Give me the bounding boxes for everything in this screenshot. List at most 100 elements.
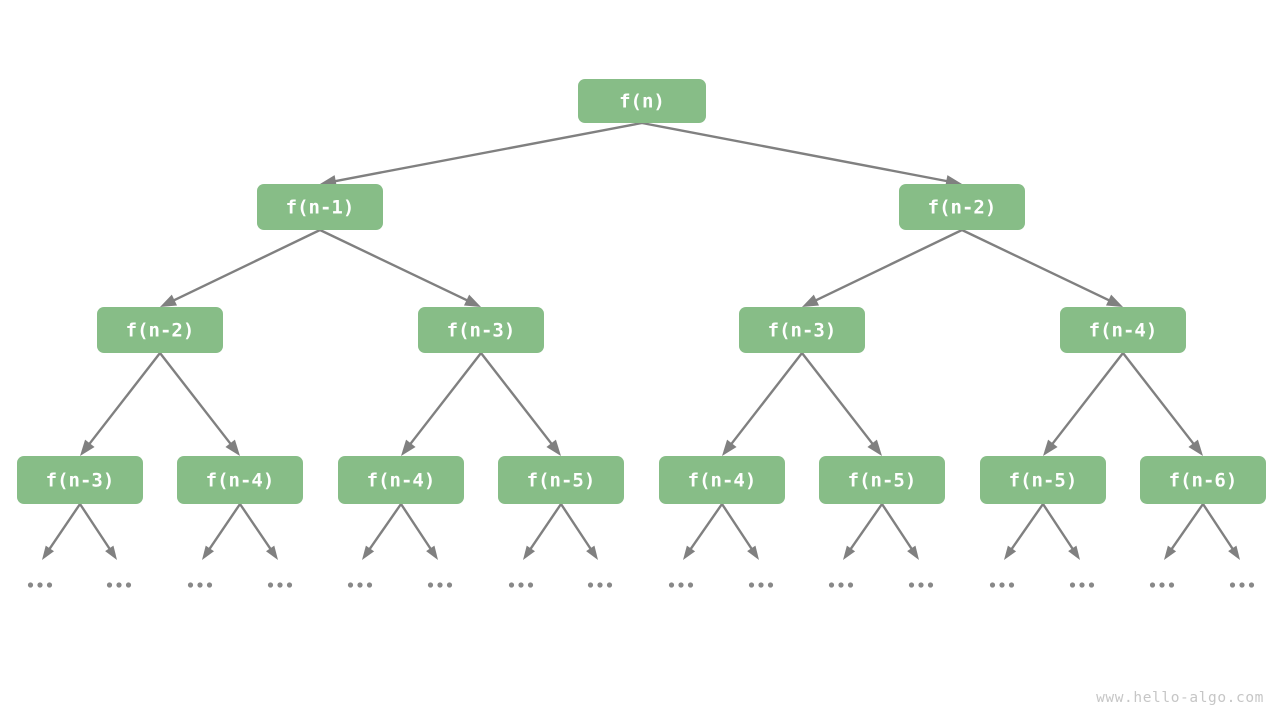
ellipsis-arrow-2 [202, 503, 241, 560]
ellipsis-arrow-14 [1164, 503, 1204, 560]
ellipsis-dot [999, 582, 1005, 588]
ellipsis-dot [1229, 582, 1236, 588]
ellipsis-dot [427, 582, 434, 588]
edge-n1-to-n3 [160, 228, 321, 307]
edge-n0-to-n2 [641, 121, 962, 187]
ellipsis-dot [527, 582, 534, 588]
ellipsis-arrow-6 [523, 503, 562, 560]
node-label: f(n-3) [46, 470, 115, 492]
ellipsis-dot [767, 582, 774, 588]
edge-n4-to-n9 [401, 352, 482, 456]
ellipsis-leaf [508, 582, 534, 588]
ellipsis-dot [927, 582, 934, 588]
ellipsis-dot [106, 582, 113, 588]
tree-node-n4: f(n-3) [418, 307, 544, 353]
ellipsis-dot [758, 582, 764, 588]
ellipsis-arrow-10 [843, 503, 883, 560]
ellipsis-leaf [668, 582, 694, 588]
node-box [578, 79, 706, 123]
ellipsis-dot [918, 582, 924, 588]
nodes-layer: f(n)f(n-1)f(n-2)f(n-2)f(n-3)f(n-3)f(n-4)… [17, 79, 1266, 504]
tree-node-n3: f(n-2) [97, 307, 223, 353]
node-box [819, 456, 945, 504]
ellipsis-dot [206, 582, 213, 588]
node-label: f(n-4) [206, 470, 275, 492]
ellipsis-dot [597, 582, 603, 588]
ellipsis-dot [1159, 582, 1165, 588]
node-label: f(n-1) [286, 197, 355, 219]
node-label: f(n-5) [527, 470, 596, 492]
ellipsis-dot [847, 582, 854, 588]
ellipsis-dot [446, 582, 453, 588]
node-label: f(n-3) [447, 320, 516, 342]
node-box [498, 456, 624, 504]
ellipsis-dot [267, 582, 274, 588]
ellipsis-arrow-4 [362, 503, 402, 560]
ellipsis-dot [125, 582, 132, 588]
edge-n5-to-n12 [801, 352, 882, 456]
ellipsis-leaf [347, 582, 373, 588]
ellipsis-dot [1248, 582, 1255, 588]
node-label: f(n-4) [688, 470, 757, 492]
tree-node-n14: f(n-6) [1140, 456, 1266, 504]
ellipsis-leaf [427, 582, 453, 588]
ellipsis-dot [1149, 582, 1156, 588]
edge-n3-to-n8 [159, 352, 240, 456]
node-box [1140, 456, 1266, 504]
ellipsis-arrows-layer [42, 503, 1240, 560]
ellipsis-dot [1079, 582, 1085, 588]
node-box [739, 307, 865, 353]
tree-node-n0: f(n) [578, 79, 706, 123]
ellipsis-dot [828, 582, 835, 588]
node-label: f(n-4) [367, 470, 436, 492]
edge-n5-to-n11 [722, 352, 803, 456]
edge-n2-to-n6 [961, 228, 1123, 307]
ellipsis-leaf [587, 582, 613, 588]
node-box [97, 307, 223, 353]
ellipsis-dot [437, 582, 443, 588]
ellipsis-arrow-1 [78, 503, 117, 560]
edge-n0-to-n1 [320, 121, 643, 187]
ellipsis-leaf [187, 582, 213, 588]
ellipsis-leaf [989, 582, 1015, 588]
ellipsis-dot [277, 582, 283, 588]
ellipsis-dot [1088, 582, 1095, 588]
node-box [17, 456, 143, 504]
ellipsis-arrow-15 [1201, 503, 1240, 560]
node-box [338, 456, 464, 504]
ellipsis-leaves-layer [27, 582, 1255, 588]
node-box [980, 456, 1106, 504]
edge-n6-to-n13 [1043, 352, 1124, 456]
ellipsis-leaf [1229, 582, 1255, 588]
ellipsis-dot [908, 582, 915, 588]
tree-node-n11: f(n-4) [659, 456, 785, 504]
ellipsis-dot [197, 582, 203, 588]
watermark: www.hello-algo.com [1096, 690, 1264, 706]
ellipsis-arrow-13 [1041, 503, 1080, 560]
ellipsis-dot [518, 582, 524, 588]
tree-node-n5: f(n-3) [739, 307, 865, 353]
ellipsis-arrow-3 [239, 503, 278, 560]
ellipsis-dot [687, 582, 694, 588]
edges-layer [80, 121, 1203, 456]
ellipsis-leaf [27, 582, 53, 588]
node-box [899, 184, 1025, 230]
ellipsis-dot [286, 582, 293, 588]
node-box [177, 456, 303, 504]
node-box [418, 307, 544, 353]
node-label: f(n-3) [768, 320, 837, 342]
ellipsis-leaf [106, 582, 132, 588]
node-label: f(n-4) [1089, 320, 1158, 342]
ellipsis-dot [748, 582, 755, 588]
ellipsis-arrow-0 [42, 503, 81, 560]
ellipsis-dot [989, 582, 996, 588]
ellipsis-dot [46, 582, 53, 588]
node-label: f(n) [619, 91, 665, 113]
ellipsis-arrow-7 [559, 503, 598, 560]
ellipsis-leaf [828, 582, 854, 588]
edge-n3-to-n7 [80, 352, 161, 456]
edge-n4-to-n10 [480, 352, 561, 456]
node-label: f(n-5) [848, 470, 917, 492]
tree-node-n1: f(n-1) [257, 184, 383, 230]
tree-node-n12: f(n-5) [819, 456, 945, 504]
